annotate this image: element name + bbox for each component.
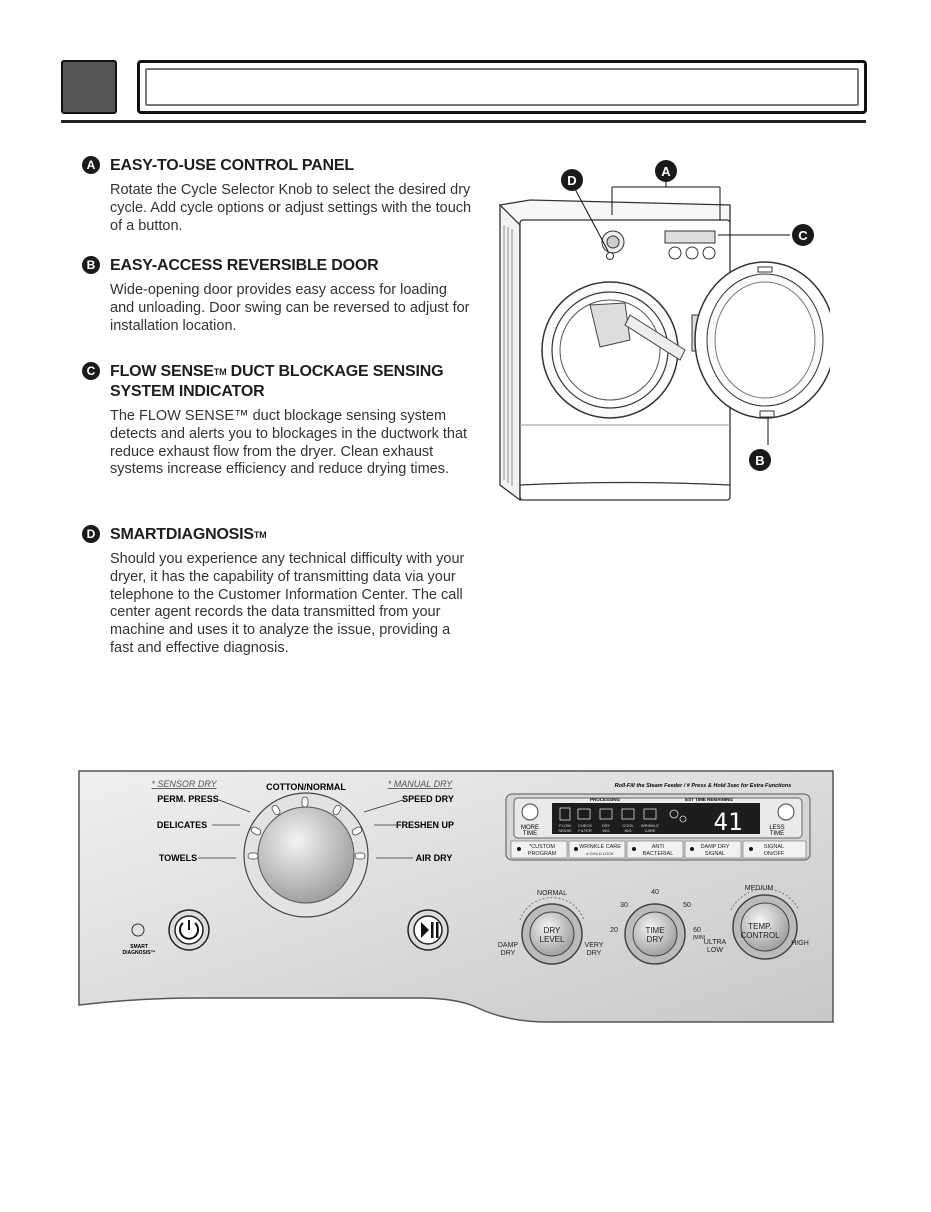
time-min: (MIN) [693, 935, 706, 941]
section-b: B EASY-ACCESS REVERSIBLE DOOR Wide-openi… [82, 256, 472, 335]
callout-c: C [798, 228, 808, 243]
btn-signal-2: ON/OFF [764, 851, 785, 857]
more-time-1: MORE [521, 825, 539, 831]
temp-control-2: CONTROL [740, 931, 780, 940]
cycle-perm: PERM. PRESS [157, 794, 219, 804]
btn-damp-1: DAMP DRY [701, 844, 730, 850]
less-time-2: TIME [770, 831, 784, 837]
drying-2: ING [602, 828, 609, 833]
btn-custom-1: *CUSTOM [529, 844, 555, 850]
temp-control-1: TEMP. [748, 922, 771, 931]
header-title-bar [137, 60, 867, 114]
dry-very-1: VERY [585, 942, 604, 949]
time-30: 30 [620, 902, 628, 909]
section-c-title: FLOW SENSETM DUCT BLOCKAGE SENSING SYSTE… [110, 362, 472, 402]
btn-anti-1: ANTI [652, 844, 665, 850]
header-tab [61, 60, 117, 114]
temp-high: HIGH [791, 940, 809, 947]
diagnosis-label: DIAGNOSIS™ [122, 950, 155, 956]
dry-normal: NORMAL [537, 890, 567, 897]
time-dry-1: TIME [645, 926, 664, 935]
cycle-freshen: FRESHEN UP [396, 820, 454, 830]
flow-sense-1: FLOW [559, 823, 571, 828]
dry-level-1: DRY [544, 926, 561, 935]
badge-a: A [82, 156, 100, 174]
section-c-body: The FLOW SENSE™ duct blockage sensing sy… [110, 408, 468, 478]
time-40: 40 [651, 889, 659, 896]
cycle-cotton: COTTON/NORMAL [266, 782, 346, 792]
section-b-title-text: EASY-ACCESS REVERSIBLE DOOR [110, 257, 379, 274]
section-d-body: Should you experience any technical diff… [110, 551, 465, 656]
sensor-dry-label: * SENSOR DRY [151, 779, 217, 789]
dryer-illustration: D A C B [498, 160, 830, 502]
section-a-title: EASY-TO-USE CONTROL PANEL [110, 156, 472, 176]
btn-anti-2: BACTERIAL [643, 851, 674, 857]
section-d-title-text: SMARTDIAGNOSIS [110, 526, 254, 543]
section-d-tm: TM [253, 530, 267, 540]
check-filter-1: CHECK [578, 823, 592, 828]
section-c-title-text: FLOW SENSE [110, 363, 214, 380]
time-50: 50 [683, 902, 691, 909]
badge-c: C [82, 362, 100, 380]
less-time-1: LESS [769, 825, 784, 831]
time-60: 60 [693, 927, 701, 934]
section-a-body: Rotate the Cycle Selector Knob to select… [110, 182, 472, 234]
dry-level-2: LEVEL [540, 935, 565, 944]
check-filter-2: FILTER [578, 828, 592, 833]
section-d: D SMARTDIAGNOSISTM Should you experience… [82, 525, 472, 658]
drying-1: DRY [602, 823, 611, 828]
temp-medium: MEDIUM [745, 885, 774, 892]
control-panel-illustration: * SENSOR DRY * MANUAL DRY COTTON/NORMAL … [78, 770, 834, 1023]
header-rule [61, 120, 866, 123]
section-c-tm: TM [213, 367, 227, 377]
temp-ultra-2: LOW [707, 947, 723, 954]
section-a-title-text: EASY-TO-USE CONTROL PANEL [110, 157, 354, 174]
more-time-2: TIME [523, 831, 537, 837]
section-d-title: SMARTDIAGNOSISTM [110, 525, 472, 545]
callout-d: D [567, 173, 576, 188]
section-b-body: Wide-opening door provides easy access f… [110, 282, 470, 334]
smart-label: SMART [130, 944, 148, 950]
wrinkle-1: WRINKLE [641, 823, 660, 828]
time-display: 41 [714, 808, 743, 836]
dry-damp-1: DAMP [498, 942, 519, 949]
flow-sense-2: SENSE [558, 828, 572, 833]
badge-d: D [82, 525, 100, 543]
manual-dry-label: * MANUAL DRY [388, 779, 454, 789]
section-c: C FLOW SENSETM DUCT BLOCKAGE SENSING SYS… [82, 362, 472, 479]
panel-note: Roll-Fill the Steam Feeder / # Press & H… [615, 783, 792, 789]
section-b-title: EASY-ACCESS REVERSIBLE DOOR [110, 256, 472, 276]
btn-wrinkle-2: # CHILD LOCK [586, 851, 614, 856]
section-a: A EASY-TO-USE CONTROL PANEL Rotate the C… [82, 156, 472, 235]
time-20: 20 [610, 927, 618, 934]
callout-a: A [661, 164, 671, 179]
header-title-inner [145, 68, 859, 106]
cooling-1: COOL [622, 823, 634, 828]
badge-b: B [82, 256, 100, 274]
time-dry-2: DRY [647, 935, 664, 944]
btn-signal-1: SIGNAL [764, 844, 784, 850]
temp-ultra-1: ULTRA [704, 939, 727, 946]
cooling-2: ING [624, 828, 631, 833]
cycle-speed: SPEED DRY [402, 794, 454, 804]
wrinkle-2: CARE [644, 828, 655, 833]
btn-wrinkle-1: WRINKLE CARE [579, 844, 621, 850]
btn-custom-2: PROGRAM [528, 851, 557, 857]
cycle-delicates: DELICATES [157, 820, 207, 830]
section-c-title-rest: DUCT BLOCKAGE SENSING SYSTEM INDICATOR [110, 363, 444, 400]
dry-damp-2: DRY [501, 950, 516, 957]
est-time-label: EST TIME REMAINING [685, 797, 733, 802]
processing-label: PROCESSING [590, 797, 621, 802]
dry-very-2: DRY [587, 950, 602, 957]
callout-b: B [755, 453, 764, 468]
btn-damp-2: SIGNAL [705, 851, 725, 857]
cycle-towels: TOWELS [159, 853, 197, 863]
cycle-airdry: AIR DRY [416, 853, 453, 863]
